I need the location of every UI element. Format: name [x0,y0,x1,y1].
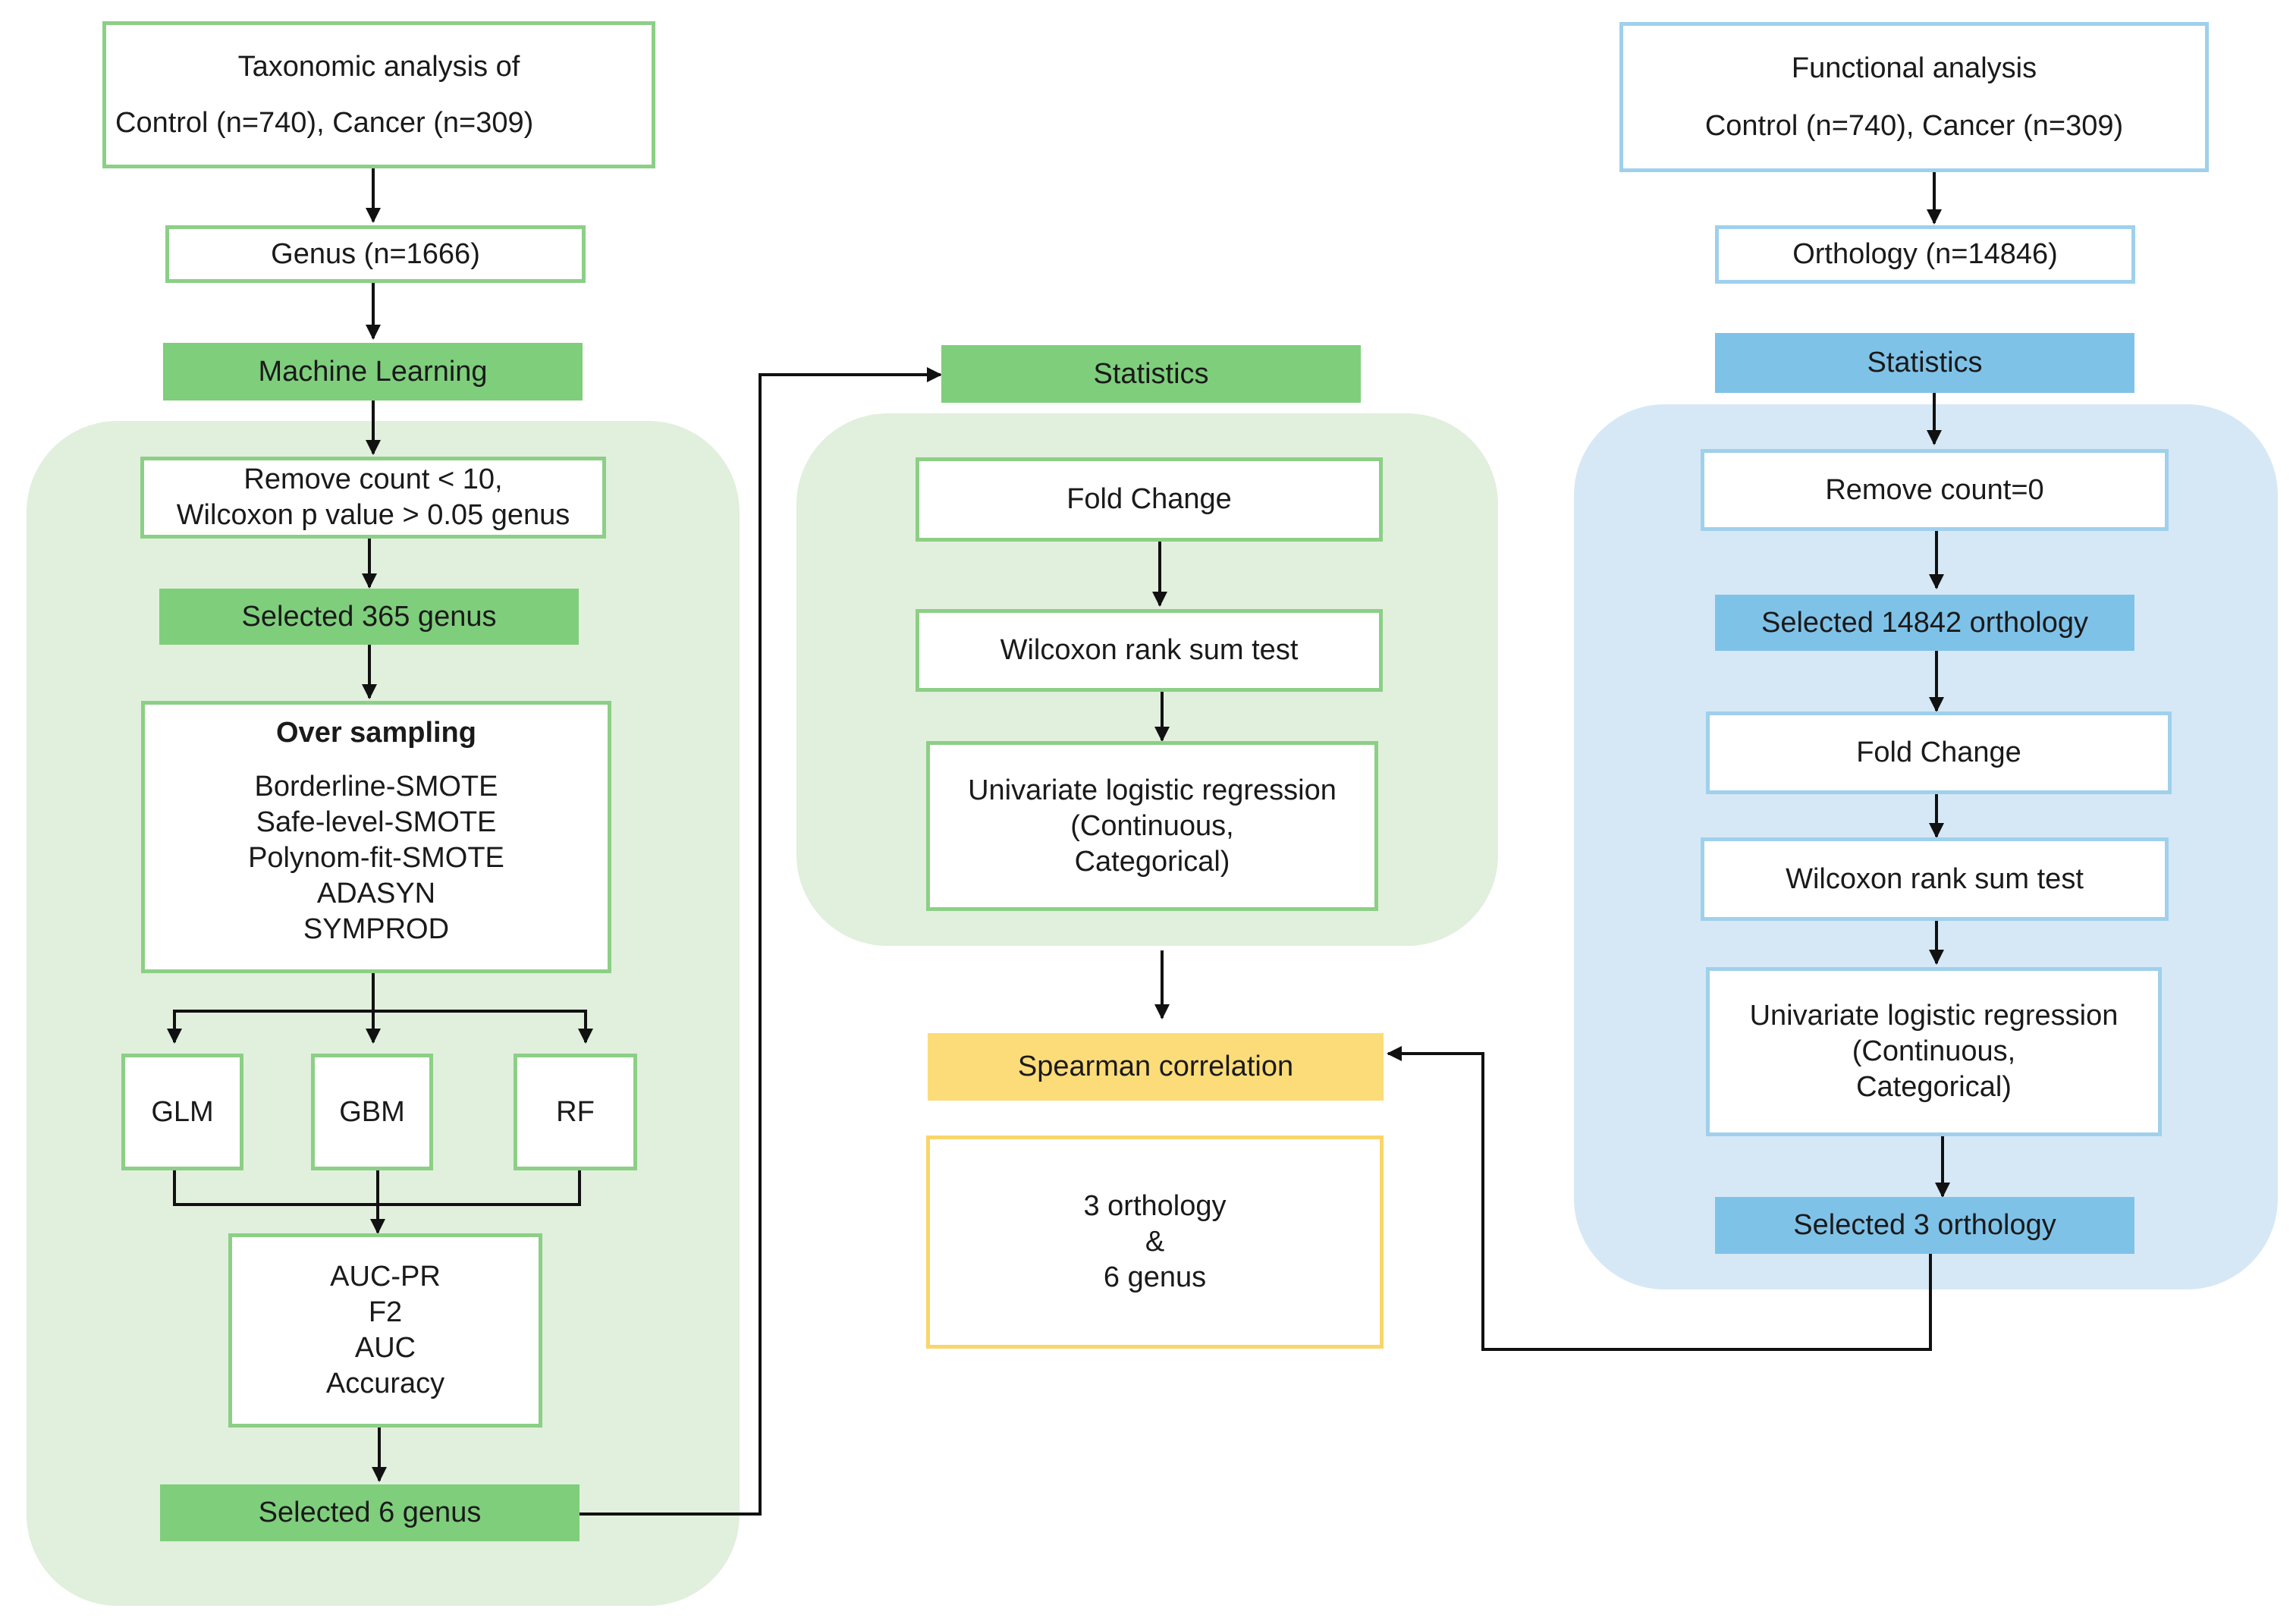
oversampling-method: ADASYN [316,878,436,909]
fold-change-box-middle: Fold Change [916,457,1383,542]
over-sampling-title: Over sampling [276,717,476,749]
oversampling-method: SYMPROD [303,913,450,945]
taxonomic-header-line1: Taxonomic analysis of [237,50,520,83]
logistic-right-line2: (Continuous, [1852,1035,2016,1067]
logistic-line1: Univariate logistic regression [968,774,1337,806]
functional-header-line2: Control (n=740), Cancer (n=309) [1704,109,2124,142]
selected-3-label: Selected 3 orthology [1793,1209,2056,1241]
oversampling-method: Borderline-SMOTE [254,771,498,803]
result-line3: 6 genus [1103,1261,1207,1293]
statistics-header-middle: Statistics [941,345,1361,403]
wilcoxon-label: Wilcoxon rank sum test [1000,634,1299,666]
fold-change-right-label: Fold Change [1856,737,2021,768]
orthology-label: Orthology (n=14846) [1792,238,2058,270]
filter-line2: Wilcoxon p value > 0.05 genus [176,499,570,531]
selected-14842-box: Selected 14842 orthology [1715,595,2134,651]
model-glm-box: GLM [121,1054,243,1170]
genus-to-statistics [580,367,942,1516]
selected-14842-label: Selected 14842 orthology [1761,606,2088,639]
selected-365-label: Selected 365 genus [241,600,497,633]
functional-header-line1: Functional analysis [1791,52,2037,84]
result-line2: & [1145,1226,1165,1258]
machine-learning-label: Machine Learning [258,355,488,388]
selected-3-orthology-box: Selected 3 orthology [1715,1197,2134,1254]
wilcoxon-box-middle: Wilcoxon rank sum test [916,609,1383,692]
model-glm-label: GLM [151,1095,214,1128]
taxonomic-header-line2: Control (n=740), Cancer (n=309) [115,106,534,139]
model-gbm-box: GBM [311,1054,433,1170]
genus-box: Genus (n=1666) [165,225,586,283]
logistic-line3: Categorical) [1074,845,1230,878]
spearman-correlation-header: Spearman correlation [928,1033,1384,1101]
oversampling-method: Safe-level-SMOTE [256,806,497,838]
model-rf-box: RF [514,1054,637,1170]
logistic-right-line1: Univariate logistic regression [1749,1000,2119,1032]
filter-line1: Remove count < 10, [243,463,503,495]
wilcoxon-right-label: Wilcoxon rank sum test [1786,862,2084,895]
statistics-header-right: Statistics [1715,333,2134,393]
metrics-box: AUC-PR F2 AUC Accuracy [228,1233,542,1428]
metric-item: Accuracy [325,1368,445,1399]
functional-analysis-box: Functional analysis Control (n=740), Can… [1619,22,2209,172]
machine-learning-header: Machine Learning [163,343,583,401]
logistic-regression-box-right: Univariate logistic regression (Continuo… [1706,967,2162,1136]
selected-6-genus-box: Selected 6 genus [160,1484,580,1541]
oversampling-method: Polynom-fit-SMOTE [248,842,504,874]
selected-365-genus-box: Selected 365 genus [159,589,579,645]
wilcoxon-box-right: Wilcoxon rank sum test [1701,837,2169,921]
logistic-regression-box-middle: Univariate logistic regression (Continuo… [926,741,1378,911]
remove-zero-box: Remove count=0 [1701,449,2169,531]
genus-label: Genus (n=1666) [271,237,480,270]
metric-item: AUC-PR [330,1261,441,1293]
metric-item: AUC [354,1332,416,1364]
statistics-middle-label: Statistics [1093,357,1209,390]
spearman-result-box: 3 orthology & 6 genus [926,1136,1384,1349]
orthology-box: Orthology (n=14846) [1715,225,2135,284]
selected-6-label: Selected 6 genus [258,1497,482,1528]
model-rf-label: RF [556,1095,595,1128]
over-sampling-box: Over sampling Borderline-SMOTE Safe-leve… [141,701,611,973]
orthology-to-spearman [1387,1046,1932,1351]
logistic-right-line3: Categorical) [1856,1071,2012,1103]
taxonomic-analysis-box: Taxonomic analysis of Control (n=740), C… [102,21,655,168]
remove-zero-label: Remove count=0 [1825,473,2044,506]
model-gbm-label: GBM [339,1095,405,1128]
logistic-line2: (Continuous, [1070,809,1234,842]
statistics-right-label: Statistics [1867,347,1983,379]
spearman-label: Spearman correlation [1017,1051,1294,1082]
fold-change-box-right: Fold Change [1706,711,2172,794]
fold-change-label: Fold Change [1066,483,1232,515]
genus-filter-box: Remove count < 10, Wilcoxon p value > 0.… [140,457,606,539]
split-bar [167,1010,593,1044]
result-line1: 3 orthology [1083,1190,1227,1222]
metric-item: F2 [368,1296,403,1328]
